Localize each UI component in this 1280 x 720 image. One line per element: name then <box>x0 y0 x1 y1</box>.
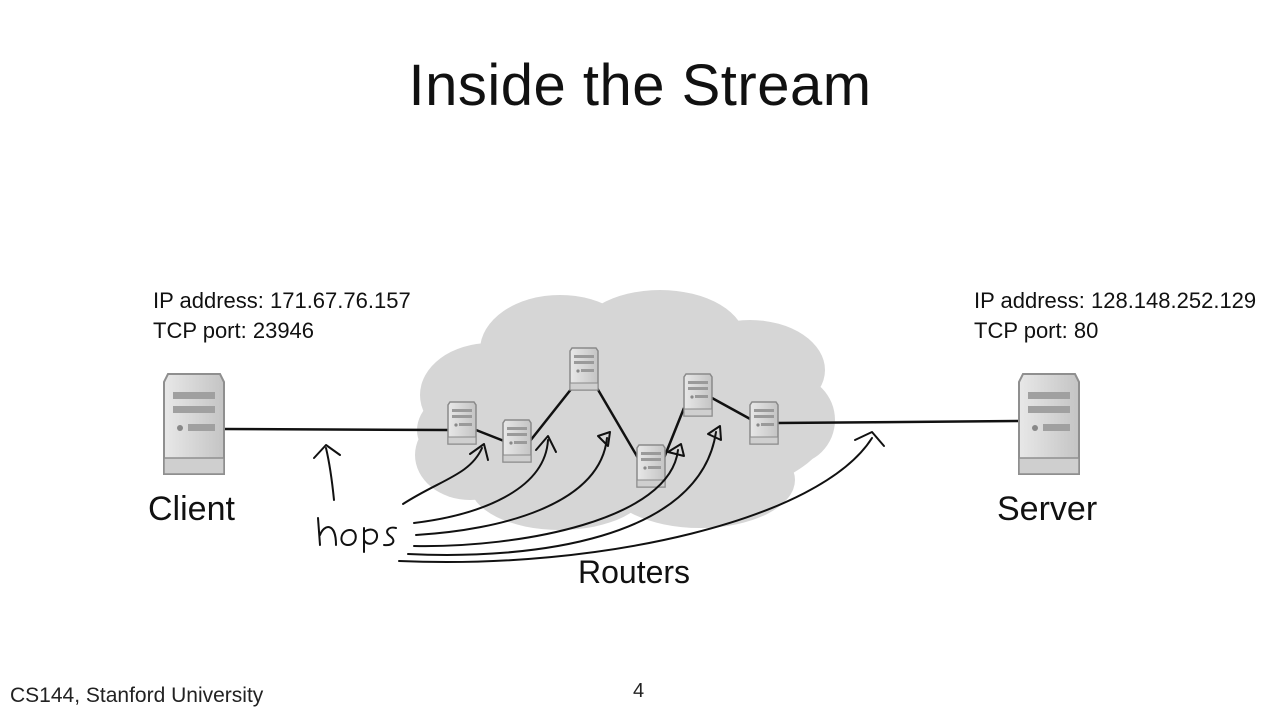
arrow-to-router4 <box>413 449 679 548</box>
arrow-to-router5 <box>407 431 717 556</box>
handwritten-hop-arrows <box>313 425 885 564</box>
arrow-to-router3 <box>415 437 608 536</box>
link-router6-server <box>775 419 1021 425</box>
router-3 <box>569 347 599 391</box>
arrow-to-router2 <box>413 439 549 524</box>
server-ip-address: IP address: 128.148.252.129 <box>974 288 1257 313</box>
client-ip-address: IP address: 171.67.76.157 <box>153 288 411 313</box>
link-router1-router2 <box>475 428 505 443</box>
link-router2-router3 <box>529 387 573 442</box>
link-client-router1 <box>221 427 449 432</box>
router-1 <box>447 401 477 445</box>
footer-course: CS144, Stanford University <box>10 684 264 707</box>
router-5 <box>683 373 713 417</box>
routers-label: Routers <box>578 554 691 590</box>
watermark <box>1082 30 1252 56</box>
arrow-to-router6-link <box>398 437 873 564</box>
client-label: Client <box>148 490 235 528</box>
arrow-to-router1 <box>402 447 483 505</box>
server-label: Server <box>997 490 1098 528</box>
slide-title: Inside the Stream <box>408 53 872 118</box>
page-number: 4 <box>633 680 645 702</box>
server-icon <box>1018 373 1080 475</box>
router-2 <box>502 419 532 463</box>
router-6 <box>749 401 779 445</box>
link-router4-router5 <box>662 407 686 459</box>
link-router5-router6 <box>711 396 753 422</box>
client-address-info: IP address: 171.67.76.157 TCP port: 2394… <box>153 286 411 346</box>
link-router3-router4 <box>595 387 640 459</box>
client-server-icon <box>163 373 225 475</box>
router-4 <box>636 444 666 488</box>
server-tcp-port: TCP port: 80 <box>974 318 1099 343</box>
network-links <box>221 387 1021 459</box>
client-tcp-port: TCP port: 23946 <box>153 318 315 343</box>
arrow-to-client-link <box>325 447 335 501</box>
server-address-info: IP address: 128.148.252.129 TCP port: 80 <box>974 286 1256 346</box>
handwritten-hops-label <box>317 517 397 553</box>
